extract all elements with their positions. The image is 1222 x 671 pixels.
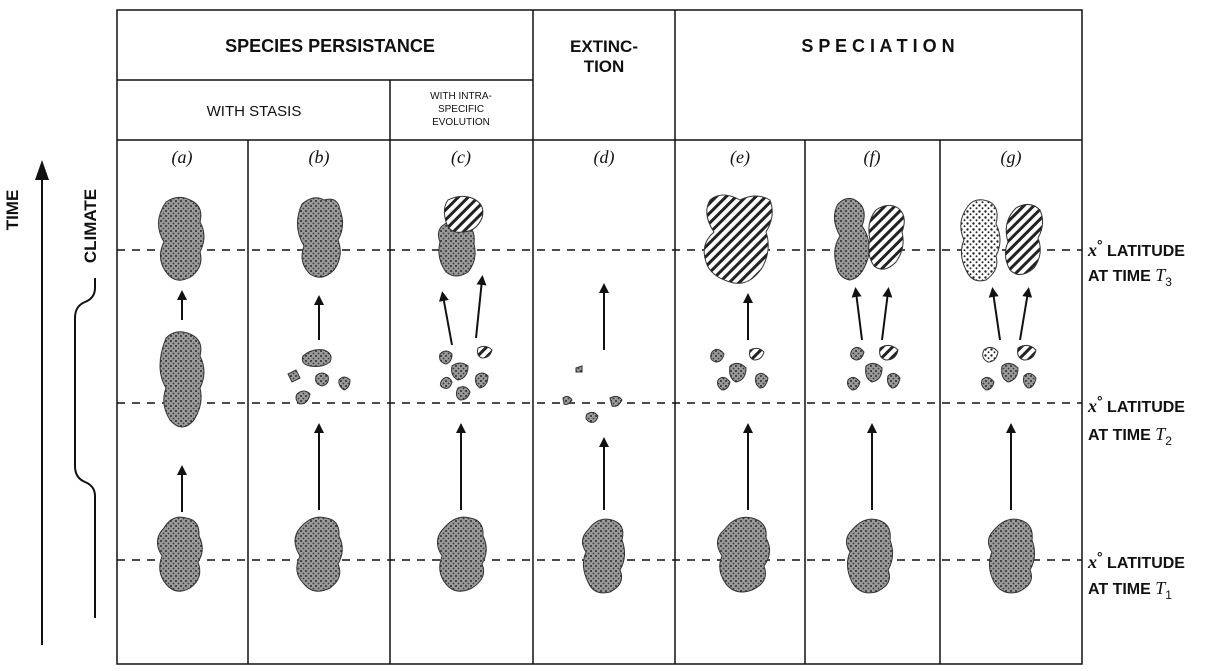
climate-brace — [74, 278, 96, 618]
range-f-t3-ancestral — [834, 198, 870, 281]
table-grid — [116, 9, 1083, 665]
column-label-a: (a) — [172, 147, 193, 168]
fragment-b-1 — [301, 349, 332, 367]
fragment-b-4 — [338, 376, 351, 391]
range-a-t1 — [157, 516, 203, 592]
arrow-g-upper-left — [988, 287, 1001, 341]
fragment-e-3 — [729, 362, 747, 383]
range-b-t3 — [297, 197, 344, 278]
column-label-d: (d) — [594, 147, 615, 168]
latitude-label-t3: x° LATITUDE AT TIME T3 — [1087, 237, 1189, 289]
fragment-f-5 — [847, 376, 861, 391]
range-c-t1 — [437, 516, 487, 592]
range-a-t2 — [159, 331, 205, 428]
species-ranges — [157, 194, 1044, 594]
fragment-f-4 — [887, 372, 901, 389]
arrow-f-upper-left — [851, 287, 863, 341]
arrow-c-upper-left — [438, 291, 453, 346]
fragment-c-2 — [477, 345, 493, 359]
column-label-f: (f) — [864, 147, 881, 168]
column-label-g: (g) — [1001, 147, 1022, 168]
fragment-c-1 — [439, 350, 453, 365]
fragment-c-3 — [451, 362, 469, 381]
range-a-t3 — [158, 196, 205, 281]
subheader-with-stasis: WITH STASIS — [207, 103, 302, 120]
fragment-b-5 — [295, 390, 311, 405]
column-label-e: (e) — [730, 147, 750, 168]
fragment-f-2 — [879, 344, 899, 361]
range-e-t3-new — [703, 194, 773, 284]
range-g-t1 — [988, 518, 1036, 594]
latitude-label-t2: x° LATITUDE AT TIME T2 — [1087, 393, 1189, 448]
column-label-c: (c) — [451, 147, 471, 168]
subheader-intra-line3: EVOLUTION — [432, 117, 490, 128]
fragment-e-1 — [710, 348, 725, 363]
range-f-t1 — [846, 518, 894, 594]
arrow-f-upper-right — [881, 287, 893, 341]
fragment-g-3 — [1001, 362, 1019, 383]
header-speciation: S P E C I A T I O N — [801, 36, 954, 56]
latitude-label-t1: x° LATITUDE AT TIME T1 — [1087, 549, 1189, 602]
transition-arrows — [177, 275, 1033, 512]
fragment-c-6 — [455, 386, 471, 401]
fragment-b-2 — [287, 369, 301, 383]
range-b-t1 — [294, 516, 343, 592]
subheader-intra-line2: SPECIFIC — [438, 104, 484, 115]
fragment-d-2 — [562, 395, 573, 405]
fragment-d-4 — [585, 411, 599, 423]
fragment-c-5 — [439, 376, 453, 389]
fragment-e-5 — [717, 376, 731, 391]
fragment-g-2 — [1017, 344, 1037, 361]
range-g-t3-species1 — [960, 199, 1001, 282]
time-axis — [35, 160, 49, 645]
header-extinction-line2: TION — [584, 57, 625, 76]
range-g-t3-species2 — [1004, 204, 1044, 275]
subheader-intra-line1: WITH INTRA- — [430, 91, 492, 102]
header-extinction-line1: EXTINC- — [570, 37, 638, 56]
fragment-f-1 — [850, 346, 865, 361]
column-label-b: (b) — [309, 147, 330, 168]
fragment-e-4 — [755, 372, 769, 389]
arrow-c-upper-right — [475, 275, 487, 339]
fragment-g-4 — [1023, 372, 1037, 389]
latitude-lines — [117, 249, 1082, 561]
fragment-d-3 — [609, 395, 623, 407]
time-axis-label: TIME — [3, 190, 22, 231]
range-f-t3-new — [868, 204, 905, 270]
fragment-c-4 — [475, 372, 489, 389]
header-species-persistence: SPECIES PERSISTANCE — [225, 36, 435, 56]
arrow-g-upper-right — [1019, 287, 1033, 341]
fragment-e-2 — [749, 347, 765, 361]
fragment-g-1 — [982, 346, 999, 363]
climate-axis-label: CLIMATE — [81, 189, 100, 263]
fragment-d-1 — [575, 365, 583, 373]
range-d-t1 — [582, 518, 626, 594]
fragment-g-5 — [981, 376, 995, 391]
range-c-t3-derived — [443, 195, 484, 233]
range-e-t1 — [717, 516, 770, 593]
fragment-b-3 — [315, 372, 329, 387]
fragment-f-3 — [865, 362, 883, 383]
